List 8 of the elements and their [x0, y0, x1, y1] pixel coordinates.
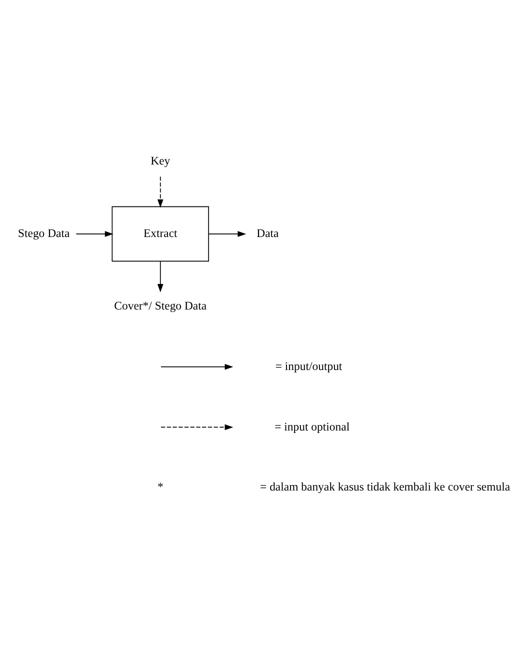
label: = dalam banyak kasus tidak kembali ke cover semula	[260, 480, 510, 494]
node-text: Stego Data	[18, 226, 70, 240]
node-text: Key	[150, 154, 170, 168]
node-text: Cover*/ Stego Data	[114, 299, 207, 312]
node-text: Data	[256, 226, 279, 240]
label: *	[157, 480, 164, 494]
legend-label: = input optional	[274, 420, 350, 433]
legend-label: = input/output	[275, 359, 342, 372]
